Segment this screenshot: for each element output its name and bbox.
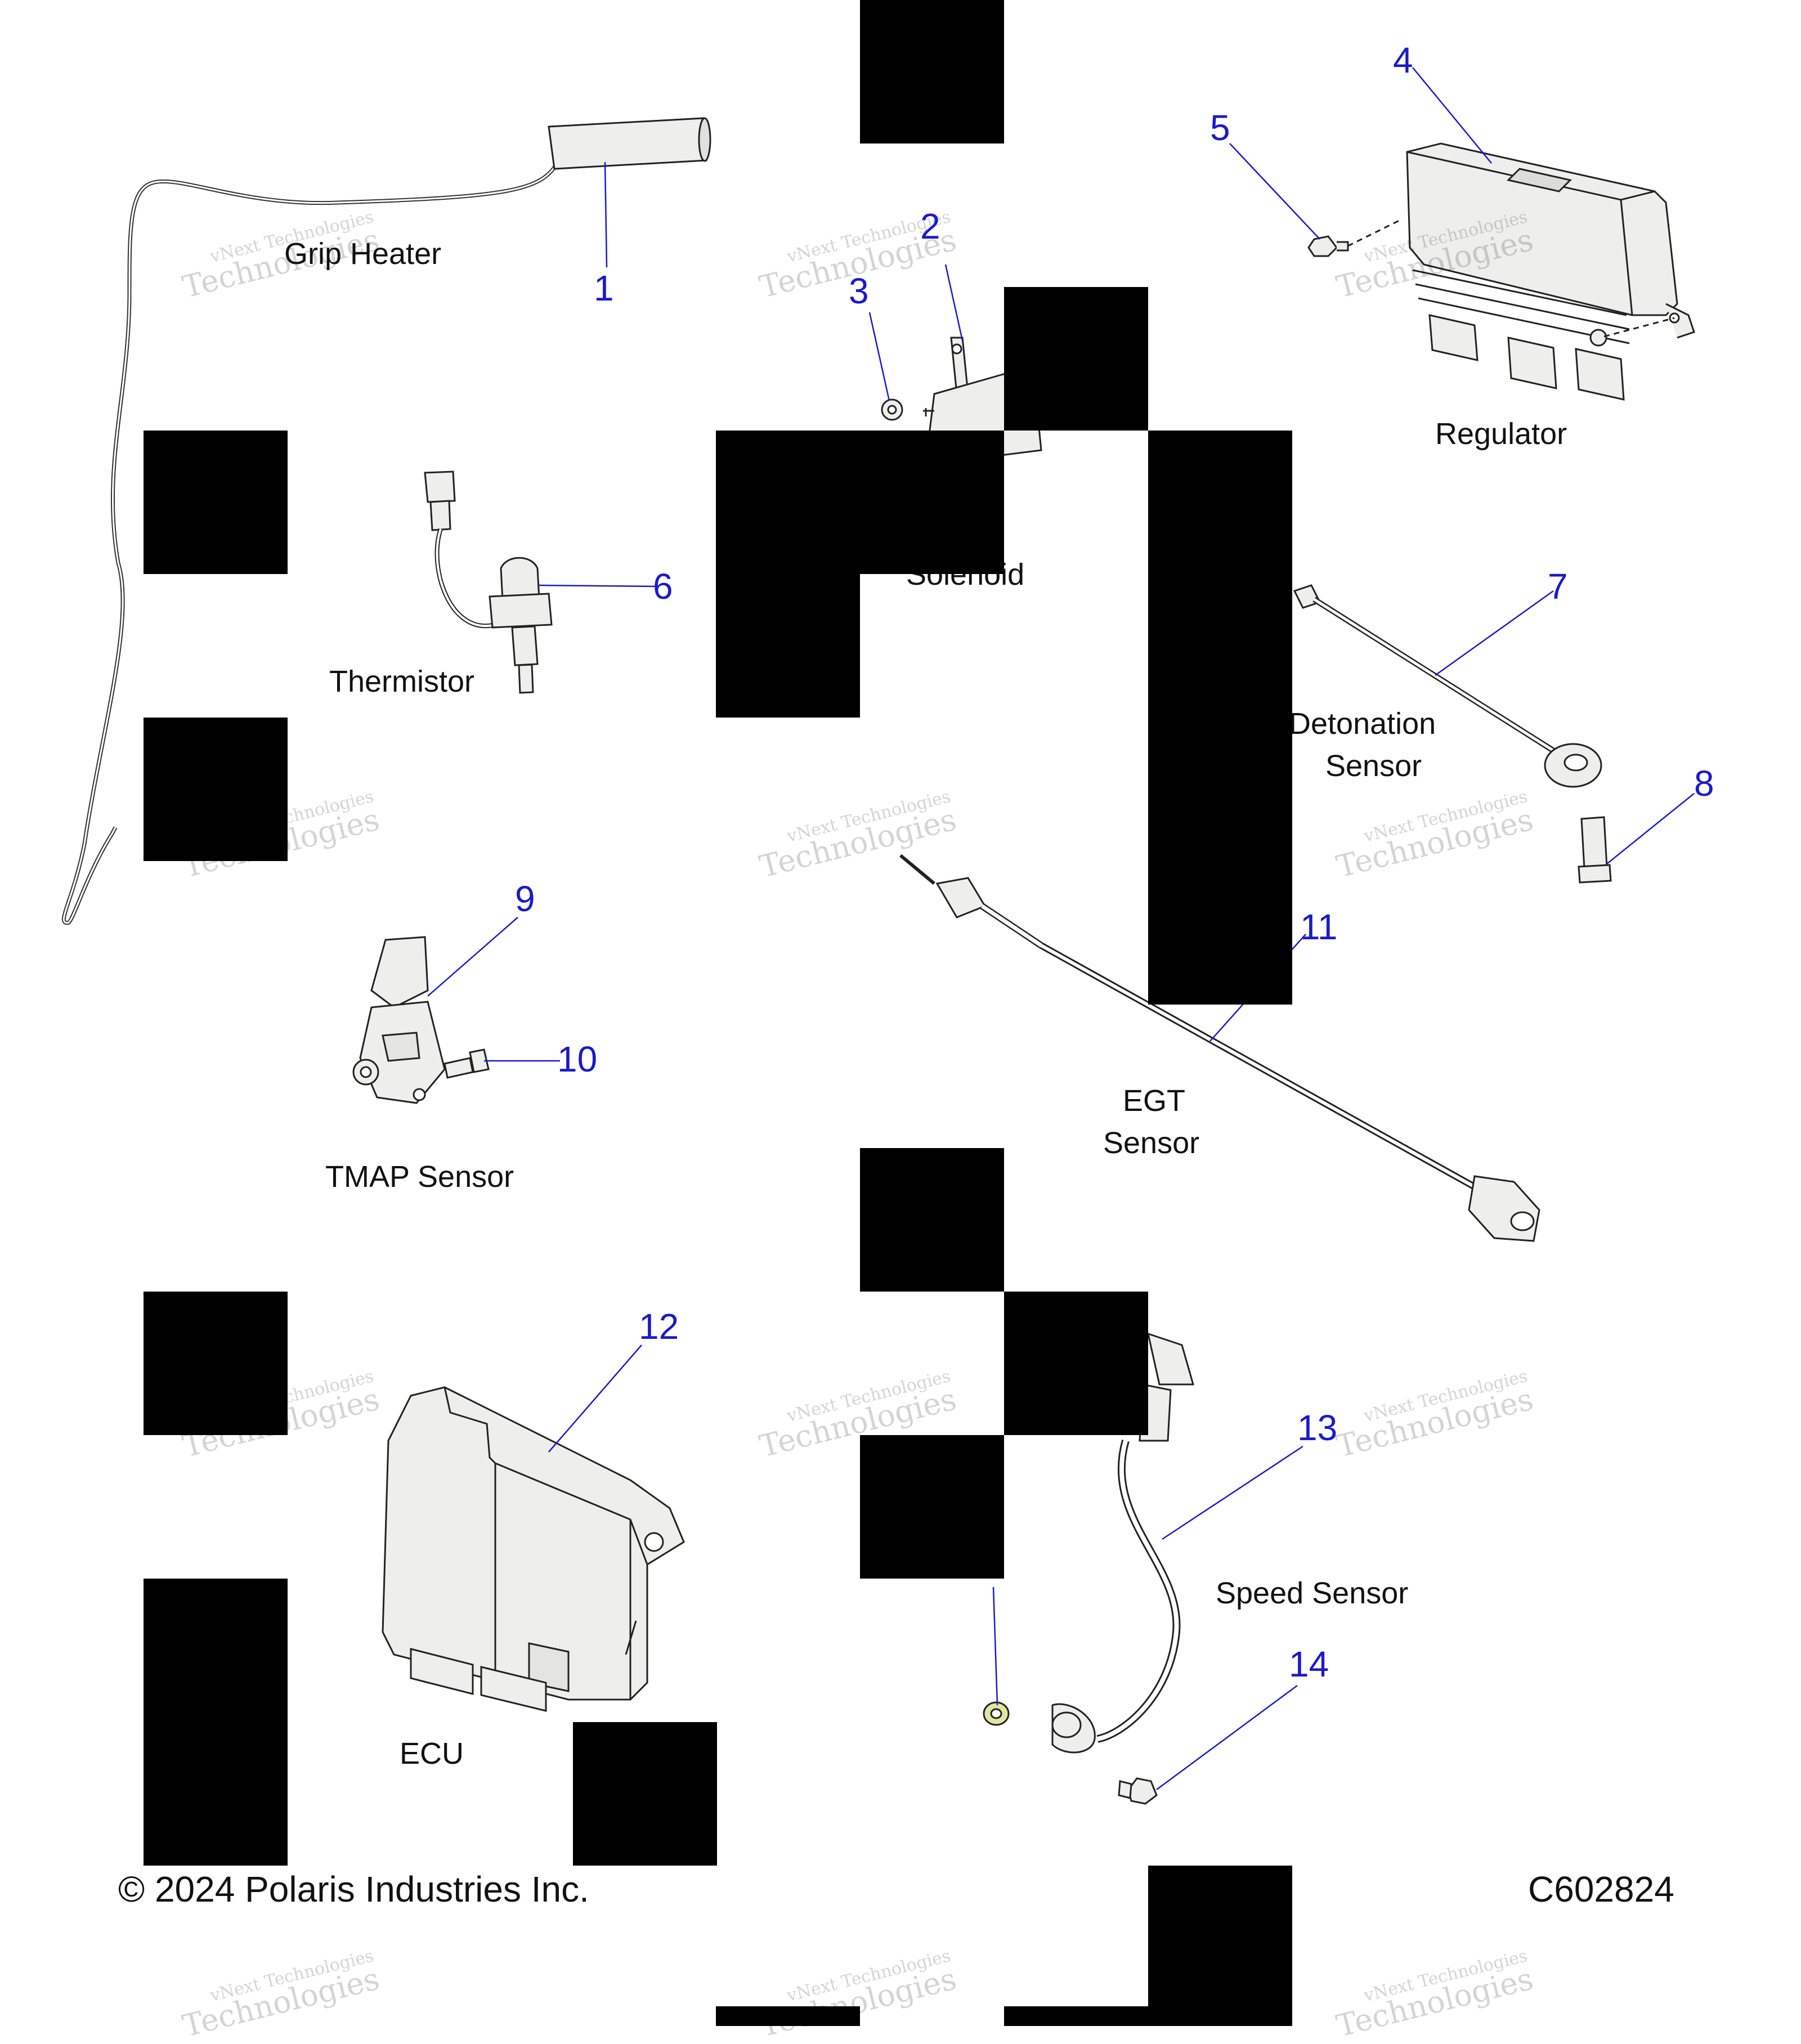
label-egt-line2: Sensor (1103, 1126, 1200, 1160)
redaction-block (144, 1292, 288, 1435)
redaction-block (1004, 1292, 1148, 1435)
callout-5: 5 (1210, 107, 1230, 148)
redaction-block (716, 431, 1004, 574)
callout-3: 3 (849, 271, 869, 311)
label-grip-heater: Grip Heater (284, 237, 442, 271)
detonation-sensor-drawing (1293, 584, 1602, 788)
callout-12: 12 (639, 1306, 679, 1347)
callout-2: 2 (920, 206, 940, 246)
callout-8: 8 (1694, 763, 1714, 804)
redaction-block (1004, 2006, 1148, 2026)
callout-11: 11 (1300, 907, 1338, 947)
redaction-block (573, 1722, 717, 1866)
copyright-text: © 2024 Polaris Industries Inc. (118, 1869, 589, 1909)
redaction-block (1148, 1866, 1292, 2026)
label-detonation-line1: Detonation (1289, 707, 1436, 741)
callout-13: 13 (1297, 1408, 1338, 1448)
label-ecu: ECU (400, 1737, 464, 1770)
redaction-block (144, 1579, 288, 1866)
ecu-drawing (382, 1386, 685, 1712)
redaction-block (860, 0, 1004, 144)
callout-7: 7 (1548, 566, 1568, 607)
regulator-drawing (1406, 142, 1695, 401)
callout-14: 14 (1289, 1644, 1329, 1684)
callout-9: 9 (515, 878, 535, 919)
speed-sensor-drawing (983, 1332, 1194, 1754)
label-regulator: Regulator (1435, 417, 1567, 451)
label-speed-sensor: Speed Sensor (1216, 1576, 1409, 1610)
label-detonation-line2: Sensor (1325, 749, 1422, 783)
grip-heater-cable (61, 162, 559, 925)
redaction-block (716, 2006, 860, 2026)
leader-lines (427, 67, 1695, 1791)
tmap-sensor-drawing (352, 936, 446, 1104)
callout-1: 1 (594, 268, 614, 308)
bolt-5-drawing (1307, 218, 1675, 338)
redaction-block (144, 431, 288, 574)
callout-10: 10 (557, 1039, 598, 1079)
egt-sensor-drawing (899, 854, 1540, 1242)
label-egt-line1: EGT (1123, 1084, 1186, 1118)
bolt-14-drawing (1118, 1777, 1158, 1805)
label-thermistor: Thermistor (329, 665, 475, 698)
redaction-block (144, 718, 288, 861)
thermistor-drawing (424, 470, 553, 694)
diagram-code: C602824 (1528, 1869, 1674, 1909)
redaction-block (716, 574, 860, 718)
callout-4: 4 (1393, 40, 1413, 80)
grip-heater-tube (548, 117, 711, 170)
redaction-block (1148, 431, 1292, 1005)
bolt-10-drawing (443, 1048, 490, 1079)
callout-6: 6 (653, 566, 673, 607)
bolt-8-drawing (1578, 816, 1612, 884)
label-tmap-sensor: TMAP Sensor (325, 1160, 514, 1194)
redaction-block (1004, 287, 1148, 431)
redaction-block (860, 1148, 1004, 1292)
redaction-block (860, 1435, 1004, 1579)
